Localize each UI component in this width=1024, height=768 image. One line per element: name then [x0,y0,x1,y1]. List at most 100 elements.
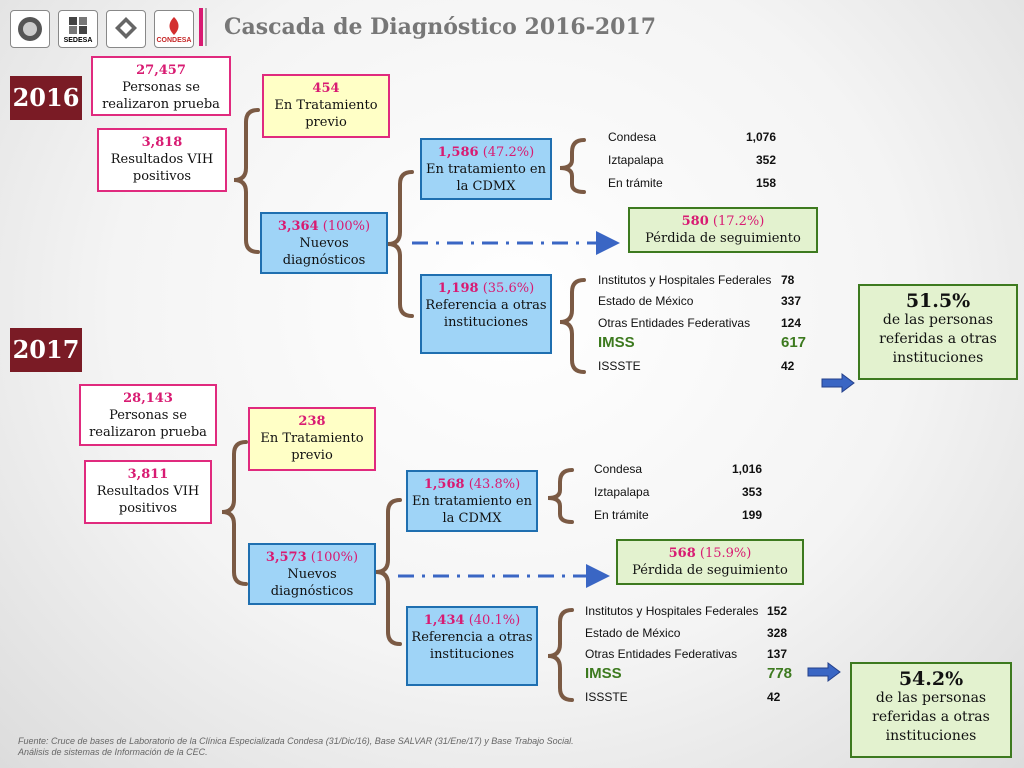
perdida-2017-num: 568 [668,546,696,561]
cdmx-2016-pct: (47.2%) [482,145,535,160]
perdida-2016-pct: (17.2%) [712,214,765,229]
list-item-imss: IMSS [598,334,635,351]
condesa-logo-label: CONDESA [156,37,192,44]
bracket-2017-nuevos [375,498,402,646]
bracket-2017-main [221,440,248,586]
referencia-2016-num: 1,198 [437,281,479,296]
list-item: Estado de México [598,294,694,308]
sedesa-logo-label: SEDESA [63,37,93,44]
referencia-2016-box: 1,198 (35.6%) Referencia a otras institu… [420,274,552,354]
previo-2016-box: 454 En Tratamiento previo [262,74,390,138]
nuevos-2016-label: Nuevos diagnósticos [282,236,366,268]
list-value-imss: 778 [767,665,793,682]
bracket-2016-main [233,108,260,254]
nuevos-2016-pct: (100%) [322,219,371,234]
nuevos-2017-num: 3,573 [265,550,307,565]
cdmx-2017-num: 1,568 [423,477,465,492]
nuevos-2017-pct: (100%) [310,550,359,565]
referencia-2016-label: Referencia a otras instituciones [425,298,547,330]
summary-arrow-2017 [807,662,841,682]
institution-logo [106,10,146,48]
bracket-2017-ref [547,608,574,702]
positivos-2016-num: 3,818 [141,135,183,150]
positivos-2016-box: 3,818 Resultados VIH positivos [97,128,227,192]
referencia-2016-pct: (35.6%) [482,281,535,296]
bracket-2016-ref [559,278,586,374]
list-item: Iztapalapa [608,153,664,167]
nuevos-2017-label: Nuevos diagnósticos [270,567,354,599]
summary-2016-box: 51.5% de las personas referidas a otras … [858,284,1018,380]
list-item: Estado de México [585,626,681,640]
summary-2017-pct: 54.2% [898,668,964,690]
perdida-2016-label: Pérdida de seguimiento [645,231,801,246]
cdmx-2016-box: 1,586 (47.2%) En tratamiento en la CDMX [420,138,552,200]
summary-2016-label: de las personas referidas a otras instit… [879,312,997,366]
list-item: Otras Entidades Federativas [585,647,738,661]
list-item-imss: IMSS [585,665,622,682]
summary-arrow-2016 [821,373,855,393]
list-item: ISSSTE [585,690,628,704]
perdida-2017-label: Pérdida de seguimiento [632,563,788,578]
cdmx-2016-label: En tratamiento en la CDMX [426,162,546,194]
referencia-2017-list: Institutos y Hospitales Federales 152 Es… [585,604,805,704]
year-2017-label: 2017 [10,328,82,372]
summary-2017-box: 54.2% de las personas referidas a otras … [850,662,1012,758]
list-value-imss: 617 [781,334,807,351]
cdmx-2017-pct: (43.8%) [468,477,521,492]
referencia-2017-pct: (40.1%) [468,613,521,628]
list-value: 199 [741,508,762,522]
list-item: Otras Entidades Federativas [598,316,751,330]
list-item: Condesa [608,130,657,144]
sedesa-logo: SEDESA [58,10,98,48]
perdida-2016-num: 580 [681,214,709,229]
nuevos-2017-box: 3,573 (100%) Nuevos diagnósticos [248,543,376,605]
list-value: 158 [755,176,776,190]
previo-2017-label: En Tratamiento previo [260,431,364,463]
previo-2016-label: En Tratamiento previo [274,98,378,130]
source-footnote: Fuente: Cruce de bases de Laboratorio de… [18,736,574,758]
list-value: 328 [767,626,788,640]
referencia-2017-box: 1,434 (40.1%) Referencia a otras institu… [406,606,538,686]
cdmx-2017-list: Condesa 1,016 Iztapalapa 353 En trámite … [594,462,774,528]
pruebas-2017-num: 28,143 [123,391,173,406]
summary-2017-label: de las personas referidas a otras instit… [872,690,990,744]
list-value: 152 [767,604,788,618]
title-divider-gray [205,8,207,46]
bracket-2016-cdmx [559,138,586,194]
page-title: Cascada de Diagnóstico 2016-2017 [224,14,657,40]
cdmx-2017-box: 1,568 (43.8%) En tratamiento en la CDMX [406,470,538,532]
cdmx-2016-list: Condesa 1,076 Iztapalapa 352 En trámite … [608,130,788,196]
referencia-2017-num: 1,434 [423,613,465,628]
positivos-2017-label: Resultados VIH positivos [96,484,200,516]
nuevos-2016-num: 3,364 [277,219,319,234]
pruebas-2016-box: 27,457 Personas se realizaron prueba [91,56,231,116]
perdida-2017-pct: (15.9%) [699,546,752,561]
referencia-2017-label: Referencia a otras instituciones [411,630,533,662]
positivos-2017-num: 3,811 [127,467,169,482]
perdida-2017-box: 568 (15.9%) Pérdida de seguimiento [616,539,804,585]
footnote-line-1: Fuente: Cruce de bases de Laboratorio de… [18,736,574,746]
bracket-2017-cdmx [547,468,574,524]
list-item: Institutos y Hospitales Federales [598,273,772,287]
list-item: En trámite [594,508,649,522]
list-item: Condesa [594,462,643,476]
bracket-2016-nuevos [387,170,414,318]
footnote-line-2: Análisis de sistemas de Información de l… [18,747,208,757]
list-value: 1,076 [745,130,776,144]
list-value: 137 [767,647,788,661]
list-value: 42 [767,690,781,704]
cdmx-2017-label: En tratamiento en la CDMX [412,494,532,526]
pruebas-2017-label: Personas se realizaron prueba [89,408,207,440]
list-value: 124 [781,316,802,330]
previo-2016-num: 454 [312,81,340,96]
positivos-2017-box: 3,811 Resultados VIH positivos [84,460,212,524]
list-value: 1,016 [731,462,762,476]
list-item: Institutos y Hospitales Federales [585,604,759,618]
pruebas-2017-box: 28,143 Personas se realizaron prueba [79,384,217,446]
perdida-2016-box: 580 (17.2%) Pérdida de seguimiento [628,207,818,253]
summary-2016-pct: 51.5% [905,290,971,312]
nuevos-2016-box: 3,364 (100%) Nuevos diagnósticos [260,212,388,274]
government-seal-logo [10,10,50,48]
list-value: 353 [741,485,762,499]
